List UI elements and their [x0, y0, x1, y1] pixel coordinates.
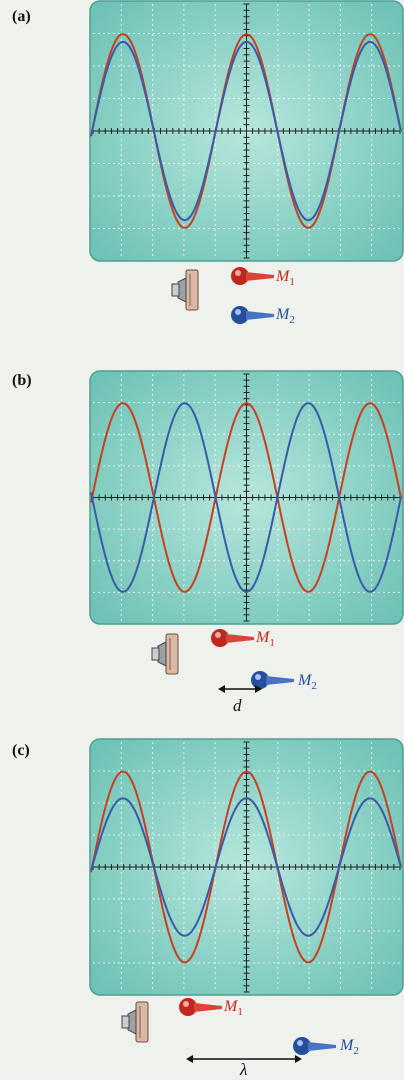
wavelength-label: λ	[240, 1060, 248, 1079]
red-trace	[90, 402, 402, 593]
oscilloscope-screen-c	[89, 738, 404, 996]
mic-m1-label-c: M1	[224, 998, 243, 1019]
red-trace	[90, 770, 402, 964]
wavelength-arrow	[184, 1052, 304, 1066]
mic-m1-label-b: M1	[256, 629, 275, 650]
speaker-icon	[170, 268, 210, 312]
microphone-m2-icon	[292, 1034, 338, 1058]
panel-b-label: (b)	[12, 372, 32, 389]
microphone-m1-icon	[178, 995, 224, 1019]
mic-m1-label-a: M1	[276, 268, 295, 289]
blue-trace	[90, 402, 402, 593]
panel-c-label: (c)	[12, 742, 30, 759]
mic-m2-label-c: M2	[340, 1037, 359, 1058]
oscilloscope-c	[89, 738, 404, 996]
microphone-m2-icon	[250, 668, 296, 692]
oscilloscope-screen-a	[89, 0, 404, 262]
microphone-m2-icon	[230, 303, 276, 327]
blue-trace	[90, 797, 402, 937]
microphone-m1-icon	[230, 264, 276, 288]
panel-a-label: (a)	[12, 8, 31, 25]
oscilloscope-b	[89, 370, 404, 625]
oscilloscope-screen-b	[89, 370, 404, 625]
speaker-icon	[120, 1000, 160, 1044]
blue-trace	[90, 40, 402, 222]
mic-m2-label-a: M2	[276, 306, 295, 327]
microphone-m1-icon	[210, 626, 256, 650]
mic-m2-label-b: M2	[298, 672, 317, 693]
distance-label-d: d	[233, 696, 242, 715]
speaker-icon	[150, 632, 190, 676]
distance-arrow	[216, 682, 264, 696]
oscilloscope-a	[89, 0, 404, 262]
